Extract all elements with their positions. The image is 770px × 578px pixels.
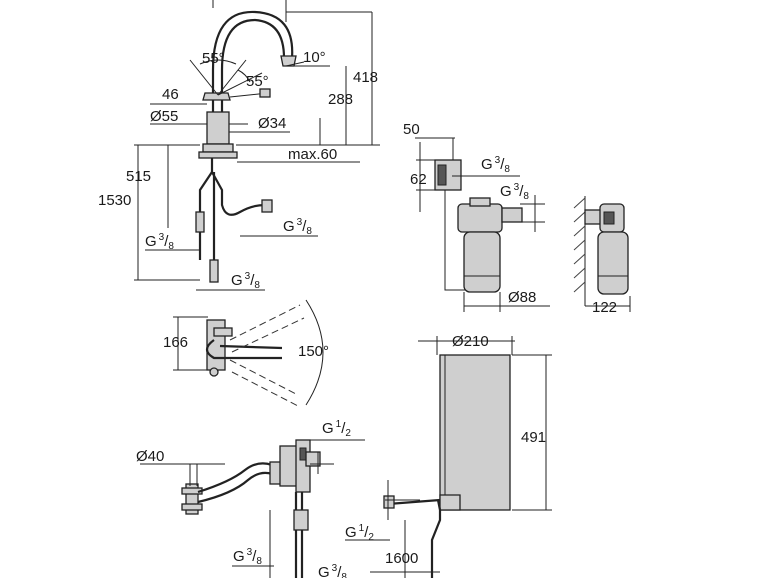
dim-angle-150: 150°: [298, 343, 329, 360]
svg-text:G1/2: G1/2: [345, 523, 374, 543]
dim-diameter-34: Ø34: [258, 115, 286, 132]
dim-angle-10: 10°: [303, 49, 326, 66]
dim-418: 418: [353, 69, 378, 86]
dim-max-60: max.60: [288, 146, 337, 163]
dim-122: 122: [592, 299, 617, 316]
dim-diameter-210: Ø210: [452, 333, 489, 350]
dim-1530: 1530: [98, 192, 131, 209]
swivel-top-view: [173, 299, 324, 408]
svg-text:G3/8: G3/8: [481, 155, 510, 175]
filter-assembly-view: [415, 137, 550, 312]
filter-side-view: [573, 196, 631, 312]
dim-46: 46: [162, 86, 179, 103]
dim-diameter-88: Ø88: [508, 289, 536, 306]
dim-62: 62: [410, 171, 427, 188]
dim-diameter-55: Ø55: [150, 108, 178, 125]
svg-text:G3/8: G3/8: [145, 232, 174, 252]
dim-angle-55-upper: 55°: [202, 50, 225, 67]
svg-text:G3/8: G3/8: [318, 563, 347, 578]
dim-515: 515: [126, 168, 151, 185]
svg-text:G3/8: G3/8: [233, 547, 262, 567]
svg-text:G3/8: G3/8: [231, 271, 260, 291]
dim-angle-55-lower: 55°: [246, 73, 269, 90]
dim-diameter-40: Ø40: [136, 448, 164, 465]
faucet-view: [134, 0, 380, 291]
svg-text:G3/8: G3/8: [500, 182, 529, 202]
svg-text:G1/2: G1/2: [322, 419, 351, 439]
dim-288: 288: [328, 91, 353, 108]
boiler-view: [345, 336, 552, 578]
dim-166: 166: [163, 334, 188, 351]
valve-assembly-view: [140, 439, 365, 578]
dim-491: 491: [521, 429, 546, 446]
dim-50: 50: [403, 121, 420, 138]
svg-text:G3/8: G3/8: [283, 217, 312, 237]
dim-1600: 1600: [385, 550, 418, 567]
